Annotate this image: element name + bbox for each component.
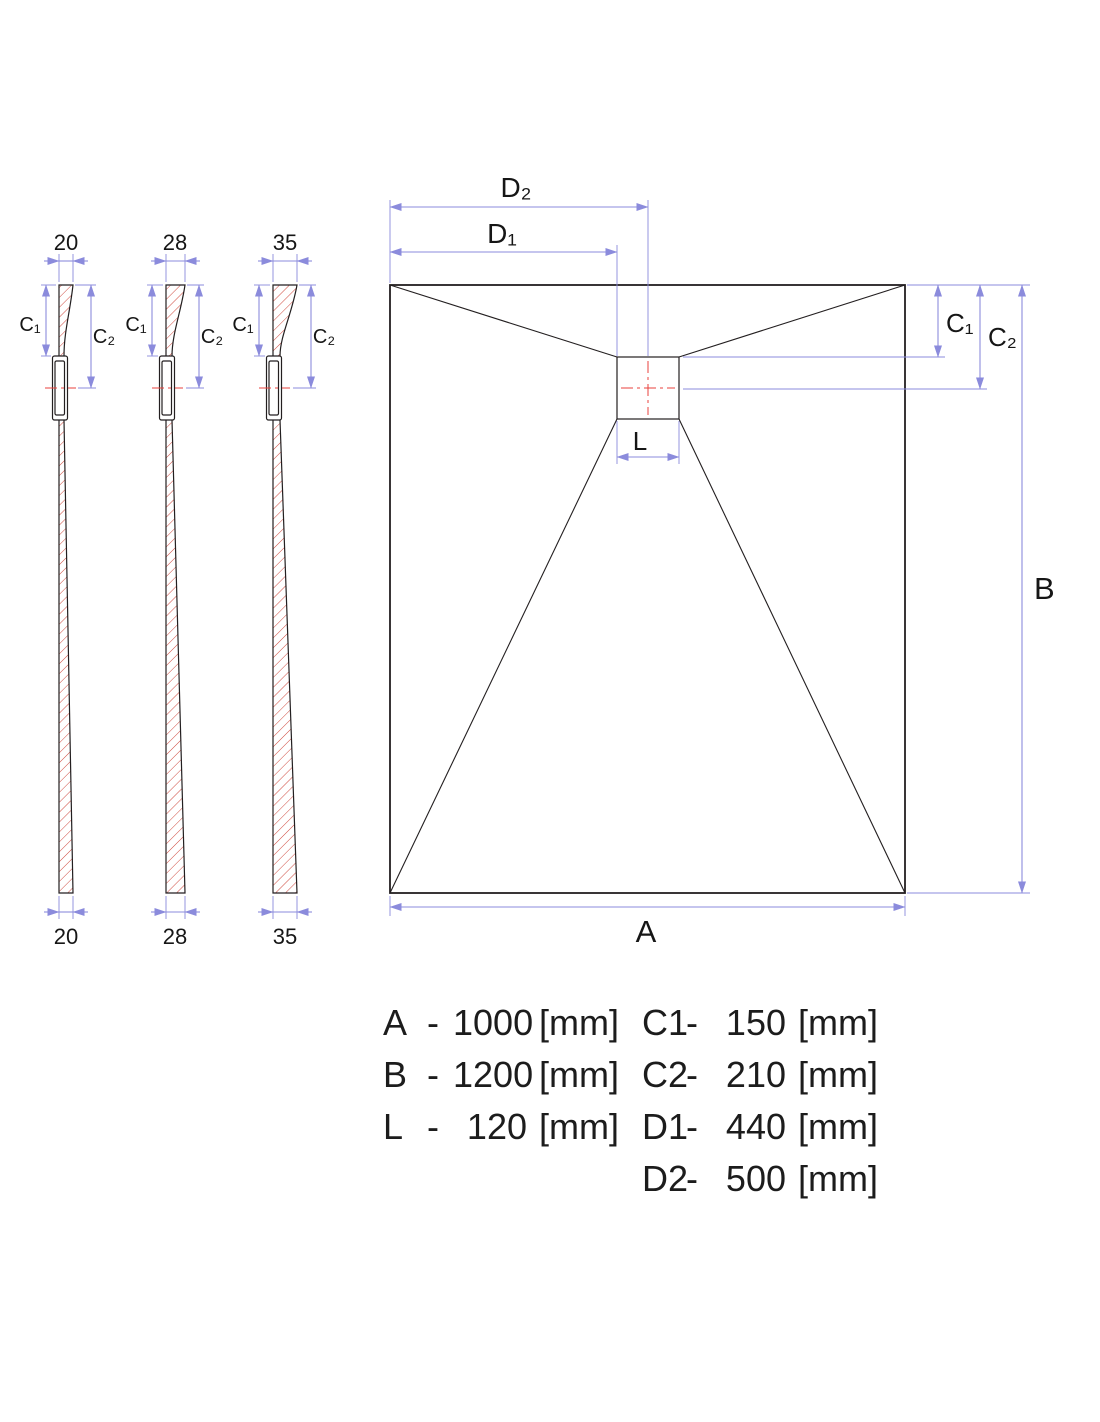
section-body	[58, 284, 74, 894]
legend-value: 1000	[453, 1002, 534, 1043]
tray-outline	[389, 284, 906, 894]
bottom-width-label: 35	[273, 924, 297, 949]
legend-unit: [mm]	[798, 1158, 878, 1199]
legend-row-a: A - 1000 [mm]	[383, 1002, 619, 1054]
legend-key: L	[383, 1106, 404, 1147]
legend-separator: -	[686, 1158, 698, 1199]
dimension-lines	[255, 257, 315, 916]
legend-row-l: L - 120 [mm]	[383, 1106, 619, 1158]
legend-key: D2	[642, 1158, 689, 1199]
label-d2: D₂	[500, 172, 531, 203]
legend-unit: [mm]	[798, 1054, 878, 1095]
legend-separator: -	[427, 1106, 439, 1147]
legend-key: C1	[642, 1002, 689, 1043]
legend-row-c2: C2 - 210 [mm]	[642, 1054, 878, 1106]
drain-crosshair	[621, 361, 675, 415]
legend-value: 150	[725, 1002, 786, 1043]
legend-unit: [mm]	[798, 1106, 878, 1147]
c1-label: C₁	[19, 314, 40, 336]
c1-label: C₁	[232, 314, 253, 336]
bottom-width-label: 20	[54, 924, 78, 949]
section-body	[165, 284, 186, 894]
legend-column-right: C1 - 150 [mm] C2 - 210 [mm] D1 - 440 [mm…	[642, 1002, 878, 1210]
legend-row-d2: D2 - 500 [mm]	[642, 1158, 878, 1210]
legend-separator: -	[427, 1054, 439, 1095]
section-body	[272, 284, 298, 894]
legend-separator: -	[686, 1054, 698, 1095]
dimension-lines	[148, 257, 203, 916]
legend-value: 500	[725, 1158, 786, 1199]
legend-value: 210	[725, 1054, 786, 1095]
c2-label: C₂	[201, 326, 223, 348]
section-view-3: 35 35 C₁ C₂	[232, 230, 335, 949]
legend-value: 1200	[453, 1054, 534, 1095]
legend-key: C2	[642, 1054, 689, 1095]
label-a: A	[636, 914, 657, 949]
label-d1: D₁	[487, 218, 517, 249]
section-view-2: 28 28 C₁ C₂	[125, 230, 223, 949]
slope-fold-lines	[389, 284, 906, 894]
legend-value: 120	[466, 1106, 527, 1147]
drawing-svg: 20 20 C₁ C₂ 28 28 C₁ C₂	[19, 172, 1055, 949]
legend-separator: -	[686, 1106, 698, 1147]
label-c2: C₂	[988, 322, 1017, 352]
section-view-1: 20 20 C₁ C₂	[19, 230, 115, 949]
plan-view: D₂ D₁ C₁ C₂ B A L	[389, 172, 1055, 949]
legend-unit: [mm]	[539, 1106, 619, 1147]
top-width-label: 28	[163, 230, 187, 255]
legend-unit: [mm]	[798, 1002, 878, 1043]
legend-separator: -	[427, 1002, 439, 1043]
c2-label: C₂	[93, 326, 115, 348]
legend-column-left: A - 1000 [mm] B - 1200 [mm] L - 120 [mm]	[383, 1002, 619, 1158]
legend-key: B	[383, 1054, 408, 1095]
dimension-lines	[42, 257, 95, 916]
label-b: B	[1034, 571, 1055, 606]
legend-key: A	[383, 1002, 408, 1043]
label-c1: C₁	[946, 308, 974, 338]
legend-unit: [mm]	[539, 1002, 619, 1043]
legend-key: D1	[642, 1106, 689, 1147]
extension-lines	[389, 200, 1030, 916]
legend-value: 440	[725, 1106, 786, 1147]
legend-row-b: B - 1200 [mm]	[383, 1054, 619, 1106]
legend-row-c1: C1 - 150 [mm]	[642, 1002, 878, 1054]
label-l: L	[633, 426, 647, 456]
bottom-width-label: 28	[163, 924, 187, 949]
legend-unit: [mm]	[539, 1054, 619, 1095]
legend-row-d1: D1 - 440 [mm]	[642, 1106, 878, 1158]
legend-separator: -	[686, 1002, 698, 1043]
top-width-label: 35	[273, 230, 297, 255]
dimension-lines	[389, 203, 1026, 911]
c1-label: C₁	[125, 314, 146, 336]
top-width-label: 20	[54, 230, 78, 255]
c2-label: C₂	[313, 326, 335, 348]
